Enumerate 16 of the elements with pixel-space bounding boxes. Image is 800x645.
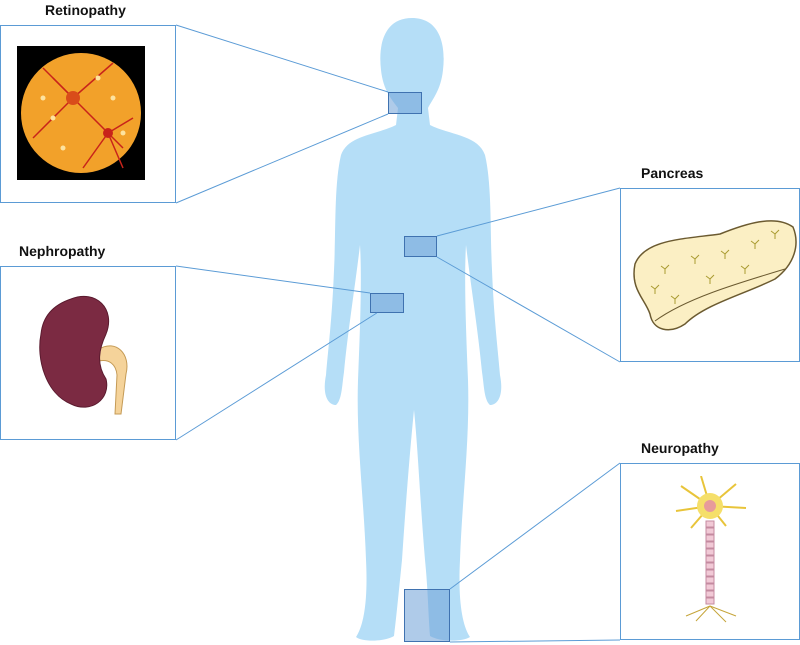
- leader-line: [176, 24, 388, 92]
- leader-line: [176, 312, 378, 440]
- leader-line: [436, 188, 620, 236]
- highlight-box: [370, 293, 404, 313]
- leader-line: [436, 256, 620, 362]
- highlight-box: [404, 236, 437, 257]
- leader-line: [450, 640, 620, 642]
- panel-heading: Neuropathy: [641, 440, 719, 456]
- leader-line: [176, 266, 370, 294]
- panel-heading: Pancreas: [641, 165, 704, 181]
- highlight-box: [388, 92, 422, 114]
- leader-line: [450, 462, 620, 590]
- highlight-box: [404, 589, 450, 642]
- panel-heading: Retinopathy: [45, 2, 126, 18]
- panel-heading: Nephropathy: [19, 243, 106, 259]
- leader-line: [176, 114, 388, 204]
